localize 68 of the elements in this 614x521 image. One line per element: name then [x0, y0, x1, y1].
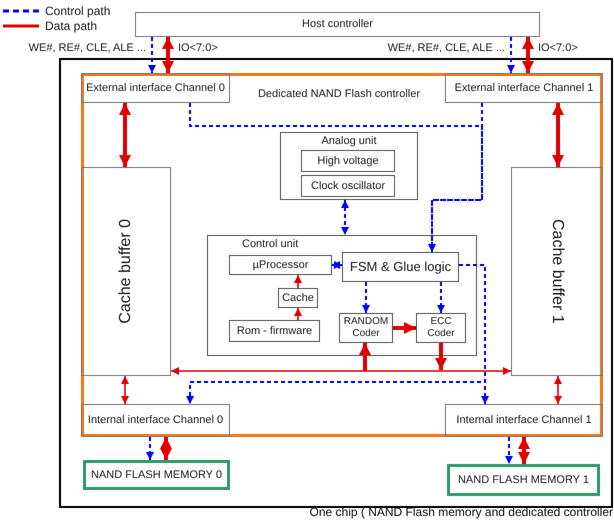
logic-block — [229, 320, 320, 342]
control-arrow — [332, 261, 342, 269]
data-arrow — [518, 437, 530, 464]
control-arrow — [362, 282, 370, 313]
control-arrow — [437, 282, 445, 313]
control-arrow — [459, 264, 489, 404]
buffer-block — [511, 167, 603, 376]
control-arrow — [146, 437, 154, 460]
block-label: Internal interface Channel 0 — [88, 414, 224, 427]
block-label: Dedicated NAND Flash controller — [258, 87, 420, 102]
control-arrow — [428, 103, 483, 252]
data-arrow — [435, 343, 447, 370]
interface-block — [81, 404, 230, 437]
memory-block — [83, 460, 230, 490]
data-arrow — [160, 437, 172, 460]
memory-block — [447, 464, 600, 496]
block-label: NAND FLASH MEMORY 1 — [458, 474, 589, 486]
data-arrow — [554, 376, 562, 404]
circuit-block — [301, 175, 395, 197]
logic-block — [342, 252, 459, 282]
data-arrow — [522, 37, 534, 73]
logic-block — [229, 255, 332, 275]
interface-block — [445, 73, 603, 103]
block-label: Host controller — [302, 18, 373, 31]
data-arrow — [121, 376, 129, 404]
block-label: Analog unit — [321, 134, 377, 148]
block-label: External interface Channel 0 — [86, 82, 225, 94]
edge-label: WE#, RE#, CLE, ALE ... — [388, 41, 505, 55]
controller-boundary — [81, 73, 603, 437]
unit-group — [207, 235, 477, 356]
block-label: One chip ( NAND Flash memory and dedicated controller — [310, 506, 613, 519]
logic-block — [416, 313, 466, 343]
block-label: FSM & Glue logic — [350, 258, 452, 276]
data-arrow — [552, 103, 564, 167]
control-arrow — [507, 37, 515, 73]
block-label: NAND FLASH MEMORY 0 — [90, 468, 222, 482]
block-label: Control unit — [242, 237, 298, 251]
data-arrow — [119, 103, 131, 167]
block-label: ECC Coder — [426, 316, 456, 340]
block-label: External interface Channel 1 — [454, 82, 594, 94]
circuit-block — [301, 150, 395, 172]
control-arrow — [148, 37, 156, 73]
data-arrow — [171, 367, 511, 375]
legend-label: Data path — [45, 19, 98, 33]
data-arrow — [162, 37, 174, 73]
edge-label: WE#, RE#, CLE, ALE ... — [28, 41, 146, 55]
legend-label: Control path — [45, 4, 110, 18]
buffer-block — [81, 167, 171, 376]
block-label: µProcessor — [252, 258, 308, 272]
block-label: Rom - firmware — [236, 324, 312, 338]
block-label: Cache buffer 1 — [548, 219, 567, 324]
logic-block — [278, 288, 318, 308]
block-label: High voltage — [317, 154, 379, 168]
data-arrow — [294, 275, 302, 288]
block-label: Clock oscillator — [311, 180, 385, 192]
data-arrow — [393, 322, 416, 334]
interface-block — [81, 73, 230, 103]
block-label: Internal interface Channel 1 — [456, 414, 592, 427]
interface-block — [445, 404, 603, 437]
block-label: Cache buffer 0 — [116, 219, 135, 324]
control-arrow — [341, 200, 349, 235]
control-arrow — [505, 437, 513, 464]
data-arrow — [359, 343, 371, 371]
unit-group — [280, 132, 418, 200]
block-label: RANDOM Coder — [342, 316, 390, 340]
controller-block — [135, 12, 540, 37]
block-label: Cache — [282, 292, 314, 304]
data-arrow — [294, 308, 302, 320]
